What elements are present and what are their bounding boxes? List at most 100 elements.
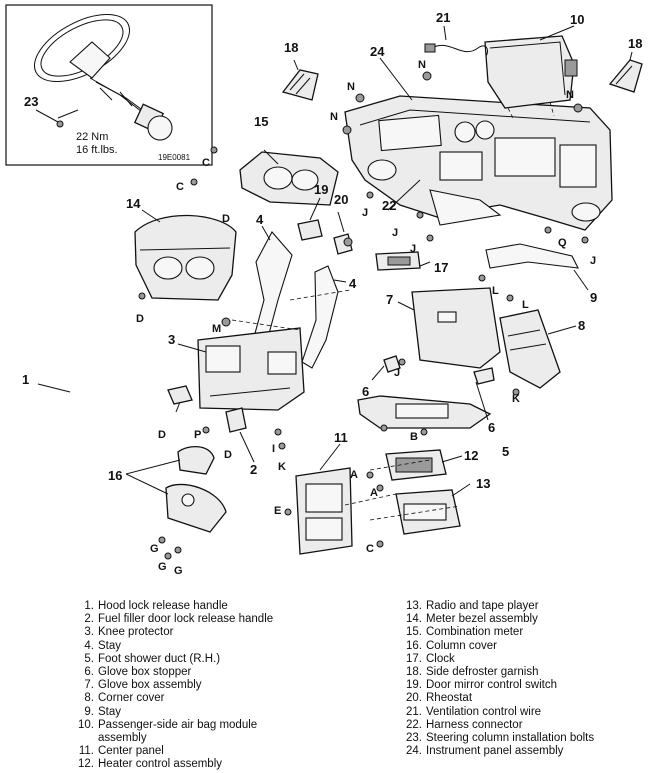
center-panel: [295, 467, 353, 555]
legend-item: 14. Meter bezel assembly: [400, 613, 594, 626]
legend-item: 22.Harness connector: [400, 719, 594, 732]
glove-box-assembly: [411, 287, 501, 369]
legend-item-number: 21.: [406, 705, 422, 718]
legend-item-text: Column cover: [426, 639, 497, 652]
glove-box-stopper-right: [473, 367, 495, 385]
legend-item: 15. Combination meter: [400, 626, 594, 639]
legend-item: 12.Heater control assembly: [72, 758, 273, 771]
legend-item-text: Passenger-side air bag module: [98, 718, 258, 731]
callout-12: 12: [464, 448, 478, 463]
callout-8: 8: [578, 318, 585, 333]
callout-15: 15: [254, 114, 268, 129]
legend-item-continuation: assembly: [98, 732, 147, 745]
letter-k1: K: [278, 461, 286, 473]
letter-n4: N: [566, 89, 574, 101]
callout-10: 10: [570, 12, 584, 27]
legend-item: 7.Glove box assembly: [72, 679, 273, 692]
letter-b1: B: [410, 431, 418, 443]
combination-meter: [239, 151, 339, 206]
knee-protector: [197, 327, 305, 411]
legend-item-text: Center panel: [98, 745, 164, 758]
column-cover-lower: [165, 483, 227, 533]
letter-g2: G: [158, 561, 167, 573]
legend-item-number: 14.: [406, 613, 422, 626]
letter-a2: A: [370, 487, 378, 499]
callout-16: 16: [108, 468, 122, 483]
legend-item: 8. Corner cover: [72, 692, 273, 705]
legend-item-number: 16.: [406, 639, 422, 652]
heater-control-assembly: [385, 449, 447, 481]
corner-cover: [499, 309, 561, 389]
letter-d3: D: [158, 429, 166, 441]
legend-item-text: Instrument panel assembly: [426, 745, 564, 758]
legend-item: 20.Rheostat: [400, 692, 594, 705]
door-mirror-control-switch: [297, 219, 323, 241]
legend-item: 16. Column cover: [400, 640, 594, 653]
legend-item: 21.Ventilation control wire: [400, 706, 594, 719]
legend-item-number: 17.: [406, 652, 422, 665]
legend-item-number: 9.: [84, 705, 94, 718]
letter-n2: N: [418, 59, 426, 71]
stay-right: [301, 265, 339, 369]
legend-item-number: 15.: [406, 626, 422, 639]
legend-item: 5.Foot shower duct (R.H.): [72, 653, 273, 666]
legend-item-number: 19.: [406, 679, 422, 692]
legend-item-text: Combination meter: [426, 626, 524, 639]
letter-q1: Q: [558, 237, 567, 249]
side-defroster-garnish-right: [608, 59, 643, 93]
legend-item-number: 20.: [406, 692, 422, 705]
legend-item-text: Side defroster garnish: [426, 666, 539, 679]
leader-lines: [37, 25, 633, 497]
exploded-diagram: 23 22 Nm 16 ft.lbs. 19E0081: [5, 4, 643, 577]
callout-6b: 6: [488, 420, 495, 435]
letter-k2: K: [512, 393, 520, 405]
letter-g3: G: [174, 565, 183, 577]
letter-j4: J: [590, 255, 596, 267]
legend-item-number: 18.: [406, 666, 422, 679]
callout-13: 13: [476, 476, 490, 491]
legend-item: 18. Side defroster garnish: [400, 666, 594, 679]
legend-item: 23.Steering column installation bolts: [400, 732, 594, 745]
callout-18a: 18: [284, 40, 298, 55]
legend-item-number: 24.: [406, 745, 422, 758]
stay-right-bracket: [485, 243, 579, 269]
legend-item-number: 3.: [84, 626, 94, 639]
inset-callout-23: 23: [24, 94, 38, 109]
legend-item-text: Glove box assembly: [98, 679, 202, 692]
legend-item: 11.Center panel: [72, 745, 273, 758]
legend-item-number: 8.: [84, 692, 94, 705]
legend-item: 19.Door mirror control switch: [400, 679, 594, 692]
legend-item-text: Foot shower duct (R.H.): [98, 652, 221, 665]
letter-n1: N: [347, 81, 355, 93]
legend-item-text: Radio and tape player: [426, 600, 539, 612]
callout-4a: 4: [256, 212, 264, 227]
fastener-letters: N N N N C C C D D D D J J J J J Q L L M …: [136, 59, 596, 577]
legend-item: 1.Hood lock release handle: [72, 600, 273, 613]
foot-shower-duct: [357, 395, 492, 429]
glove-box-stopper-left: [383, 355, 401, 373]
legend-item-text: Knee protector: [98, 626, 174, 639]
ventilation-control-wire: [424, 43, 489, 57]
letter-l2: L: [522, 299, 529, 311]
radio-and-tape-player: [395, 489, 461, 535]
legend-item-number: 23.: [406, 732, 422, 745]
legend-item: 6.Glove box stopper: [72, 666, 273, 679]
legend-item-number: 13.: [406, 600, 422, 612]
letter-c2: C: [176, 181, 184, 193]
column-cover-upper: [177, 446, 215, 475]
meter-bezel-assembly: [134, 214, 237, 301]
legend-right-list: 13. Radio and tape player 14. Meter bezel a…: [400, 600, 594, 758]
fuel-filler-door-handle: [225, 407, 247, 433]
legend-item: 24. Instrument panel assembly: [400, 745, 594, 758]
legend-item-text: Clock: [426, 652, 455, 665]
rheostat: [333, 233, 353, 255]
legend-item-text: Meter bezel assembly: [426, 613, 538, 626]
letter-a1: A: [350, 469, 358, 481]
legend-item-text: Corner cover: [98, 692, 165, 705]
callout-24: 24: [370, 44, 385, 59]
letter-d1: D: [222, 213, 230, 225]
legend-item: 2.Fuel filler door lock release handle: [72, 613, 273, 626]
callout-4b: 4: [349, 276, 357, 291]
